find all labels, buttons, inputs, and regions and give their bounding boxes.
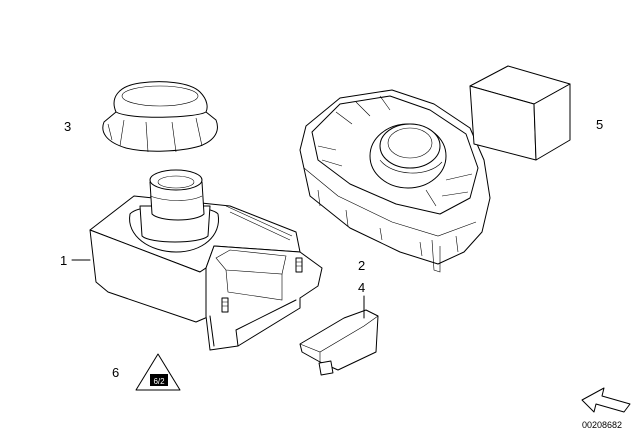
callout-1: 1 bbox=[60, 253, 67, 268]
leader-lines bbox=[71, 259, 365, 319]
part-2-controller-module bbox=[299, 89, 491, 273]
part-6-warning-symbol: 6/2 bbox=[135, 353, 181, 391]
part-4-button-element bbox=[299, 309, 379, 376]
callout-6: 6 bbox=[112, 365, 119, 380]
reference-arrow-icon bbox=[581, 387, 631, 413]
document-number: 00208682 bbox=[582, 420, 622, 430]
callout-2: 2 bbox=[358, 258, 365, 273]
part-3-knob-cap bbox=[102, 81, 218, 153]
callout-4: 4 bbox=[358, 280, 365, 295]
callout-5: 5 bbox=[596, 117, 603, 132]
symbol-label: 6/2 bbox=[153, 377, 165, 386]
part-5-foam-block bbox=[469, 65, 571, 161]
callout-3: 3 bbox=[64, 119, 71, 134]
part-1-shaft-boot bbox=[129, 169, 219, 253]
